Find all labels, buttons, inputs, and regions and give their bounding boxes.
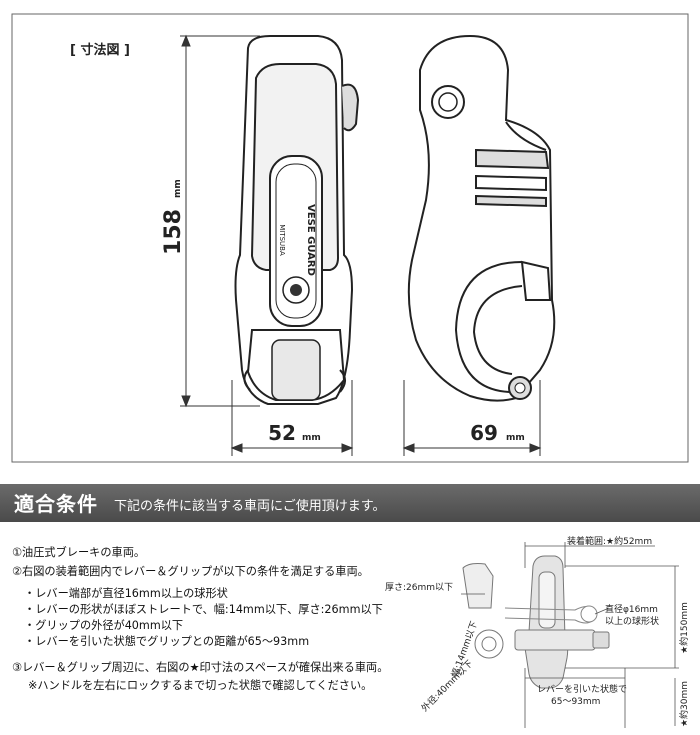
outer-label-group: 外径:40mm以下 bbox=[419, 658, 476, 715]
outer-diameter-label: 外径:40mm以下 bbox=[419, 658, 476, 715]
condition-item-2: ②右図の装着範囲内でレバー＆グリップが以下の条件を満足する車両。 bbox=[12, 565, 369, 578]
height-dimension bbox=[180, 34, 260, 408]
dimension-drawing-panel: [ 寸法図 ] 158 mm bbox=[11, 13, 689, 463]
front-width-label: 52 bbox=[268, 421, 296, 445]
lock-front-view bbox=[234, 35, 360, 405]
lock-side-view bbox=[407, 34, 556, 402]
banner-subtitle: 下記の条件に該当する車両にご使用頂けます。 bbox=[114, 499, 386, 514]
diagram-lever bbox=[504, 605, 598, 624]
fitment-diagram-panel: 装着範囲:★約52mm 直径φ16mm 以上の球形状 厚さ:26mm以下 bbox=[365, 528, 700, 731]
condition-note: ※ハンドルを左右にロックするまで切った状態で確認してください。 bbox=[28, 679, 373, 692]
front-width-unit: mm bbox=[302, 433, 321, 443]
approx150-group: ★約150mm bbox=[678, 602, 690, 654]
range-label: 装着範囲:★約52mm bbox=[567, 535, 652, 547]
side-width-label: 69 bbox=[470, 421, 498, 445]
condition-sub-3: ・グリップの外径が40mm以下 bbox=[24, 619, 184, 632]
drawing-frame bbox=[11, 13, 689, 463]
front-width-dimension bbox=[230, 380, 354, 456]
diagram-grip bbox=[514, 629, 610, 651]
condition-sub-2: ・レバーの形状がほぼストレートで、幅:14mm以下、厚さ:26mm以下 bbox=[24, 603, 383, 616]
fitment-diagram: 装着範囲:★約52mm 直径φ16mm 以上の球形状 厚さ:26mm以下 bbox=[385, 535, 690, 728]
approx150-label: ★約150mm bbox=[678, 602, 690, 654]
dimension-drawing: [ 寸法図 ] 158 mm bbox=[11, 13, 689, 463]
front-logo-text: VESE GUARD MITSUBA bbox=[278, 204, 316, 276]
svg-text:MITSUBA: MITSUBA bbox=[278, 224, 286, 256]
condition-sub-4: ・レバーを引いた状態でグリップとの距離が65～93mm bbox=[24, 635, 310, 648]
pulled-label-line1: レバーを引いた状態で bbox=[537, 683, 627, 695]
banner-title: 適合条件 bbox=[14, 492, 98, 516]
svg-text:VESE GUARD: VESE GUARD bbox=[305, 204, 316, 276]
side-width-unit: mm bbox=[506, 433, 525, 443]
pulled-label-line2: 65～93mm bbox=[551, 697, 600, 707]
condition-item-1: ①油圧式ブレーキの車両。 bbox=[12, 546, 146, 559]
condition-sub-1: ・レバー端部が直径16mm以上の球形状 bbox=[24, 587, 228, 600]
ball-label-line1: 直径φ16mm bbox=[605, 603, 658, 615]
range-dimension bbox=[524, 542, 655, 568]
drawing-title: [ 寸法図 ] bbox=[70, 42, 130, 58]
condition-item-3: ③レバー＆グリップ周辺に、右図の★印寸法のスペースが確保出来る車両。 bbox=[12, 661, 389, 674]
side-width-dimension bbox=[402, 380, 542, 456]
ball-label-line2: 以上の球形状 bbox=[605, 615, 659, 627]
svg-text:mm: mm bbox=[173, 179, 183, 198]
pulled-distance-dim bbox=[524, 668, 626, 728]
approx30-label: ★約30mm bbox=[678, 681, 690, 727]
diagram-lever-section bbox=[462, 563, 504, 659]
approx30-group: ★約30mm bbox=[678, 681, 690, 727]
height-dimensions bbox=[565, 565, 679, 726]
diagram-lock-silhouette bbox=[524, 555, 569, 689]
svg-text:158: 158 bbox=[161, 209, 186, 255]
conditions-banner: 適合条件 下記の条件に該当する車両にご使用頂けます。 bbox=[0, 484, 700, 522]
thickness-label: 厚さ:26mm以下 bbox=[385, 582, 453, 593]
height-dimension-label: 158 mm bbox=[161, 179, 186, 255]
